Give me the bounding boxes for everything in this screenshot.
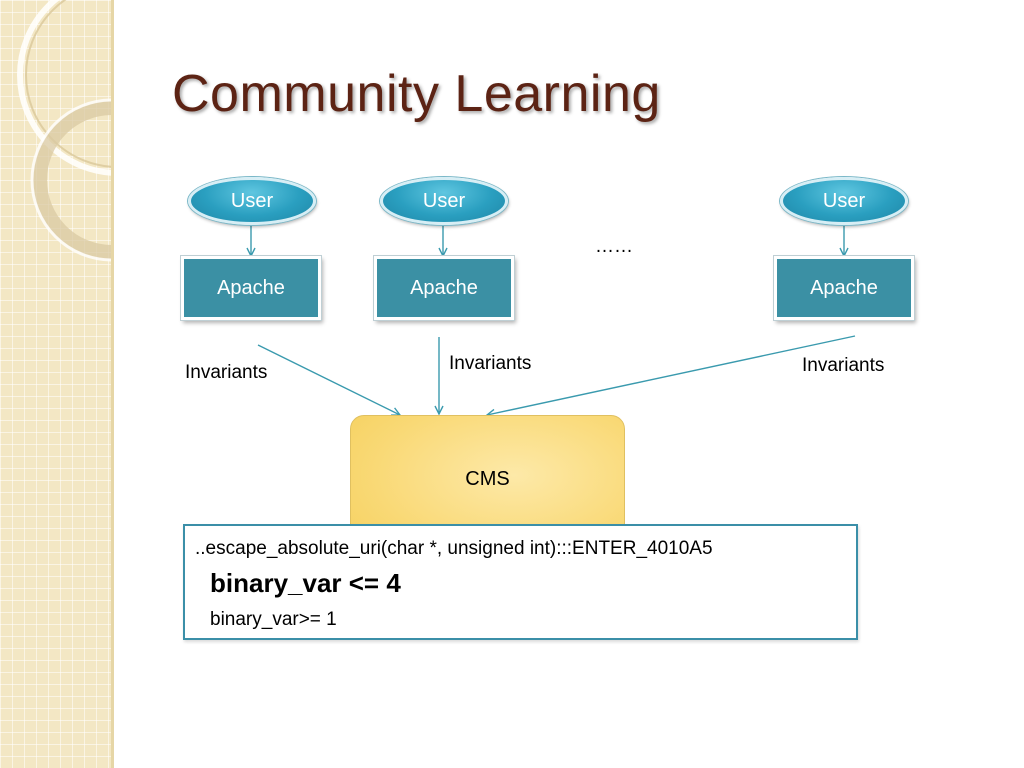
user-node-1: User xyxy=(188,177,316,225)
ellipsis-label: …… xyxy=(595,236,633,257)
invariants-label-2: Invariants xyxy=(449,353,532,374)
sidebar-circles-decoration xyxy=(17,0,111,262)
invariants-label-1: Invariants xyxy=(185,362,268,383)
decorative-sidebar xyxy=(0,0,114,768)
invariant-upper-bound: binary_var <= 4 xyxy=(210,568,401,598)
apache-server-2: Apache xyxy=(374,256,514,320)
user-node-3: User xyxy=(780,177,908,225)
invariant-code-box: ..escape_absolute_uri(char *, unsigned i… xyxy=(183,524,858,640)
cms-label: CMS xyxy=(465,468,510,490)
invariants-label-3: Invariants xyxy=(802,355,885,376)
invariants-arrow-1 xyxy=(257,344,400,415)
slide-title: Community Learning xyxy=(172,65,661,123)
apache-server-1: Apache xyxy=(181,256,321,320)
invariants-arrow-3 xyxy=(487,335,856,415)
user-node-2: User xyxy=(380,177,508,225)
invariant-lower-bound: binary_var>= 1 xyxy=(210,609,337,630)
apache-server-3: Apache xyxy=(774,256,914,320)
function-signature-text: ..escape_absolute_uri(char *, unsigned i… xyxy=(195,538,713,559)
